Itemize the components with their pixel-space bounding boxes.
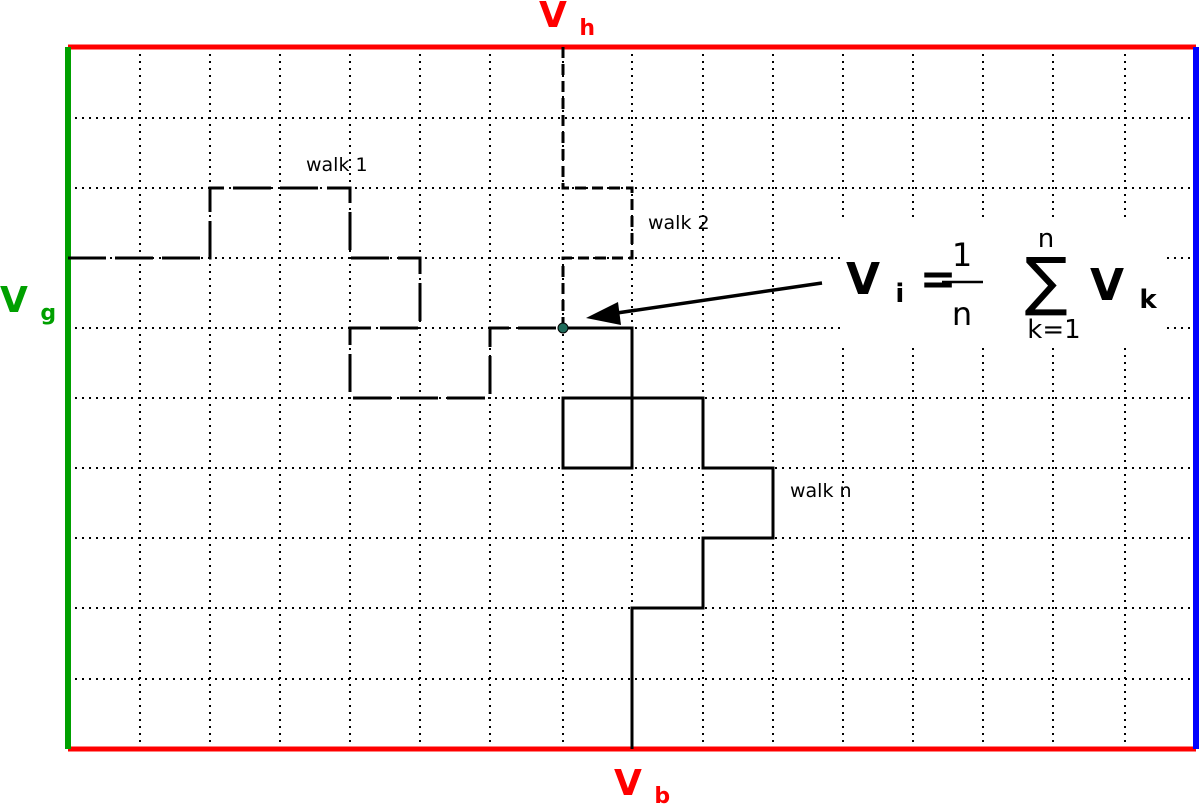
sum-lower-limit: k=1 (1027, 315, 1080, 345)
walk-2-label: walk 2 (648, 212, 710, 234)
formula-denominator: n (952, 295, 972, 333)
walk-2-path (561, 47, 634, 328)
formula-term-symbol: V (1090, 260, 1124, 311)
sum-upper-limit: n (1038, 224, 1054, 254)
svg-text:V g: V g (0, 280, 56, 326)
left-boundary-subscript: g (40, 301, 56, 326)
formula-term-subscript: k (1139, 285, 1157, 315)
left-boundary-label: V g (0, 280, 56, 326)
top-boundary-subscript: h (579, 16, 595, 41)
walk-n-label: walk n (790, 480, 852, 502)
top-boundary-label: V h (539, 0, 595, 41)
average-formula: V i = 1 n n ∑ k=1 V k (842, 218, 1162, 345)
formula-equals: = (920, 254, 957, 305)
formula-lhs-symbol: V (846, 254, 880, 305)
bottom-boundary-subscript: b (654, 784, 670, 809)
svg-text:V h: V h (539, 0, 595, 41)
left-boundary-symbol: V (0, 280, 28, 321)
svg-text:V k: V k (1090, 260, 1157, 315)
start-point (557, 322, 569, 334)
walk-1-label: walk 1 (306, 154, 368, 176)
formula-lhs-subscript: i (895, 279, 904, 309)
walk-n-path (561, 326, 775, 749)
sum-symbol: ∑ (1024, 245, 1067, 319)
arrow (586, 281, 823, 325)
walk-1-path (68, 186, 563, 400)
bottom-boundary-label: V b (614, 763, 670, 809)
svg-text:V i =: V i = (846, 254, 957, 313)
formula-numerator: 1 (952, 236, 972, 274)
top-boundary-symbol: V (539, 0, 567, 36)
bottom-boundary-symbol: V (614, 763, 642, 804)
svg-text:V b: V b (614, 763, 670, 809)
